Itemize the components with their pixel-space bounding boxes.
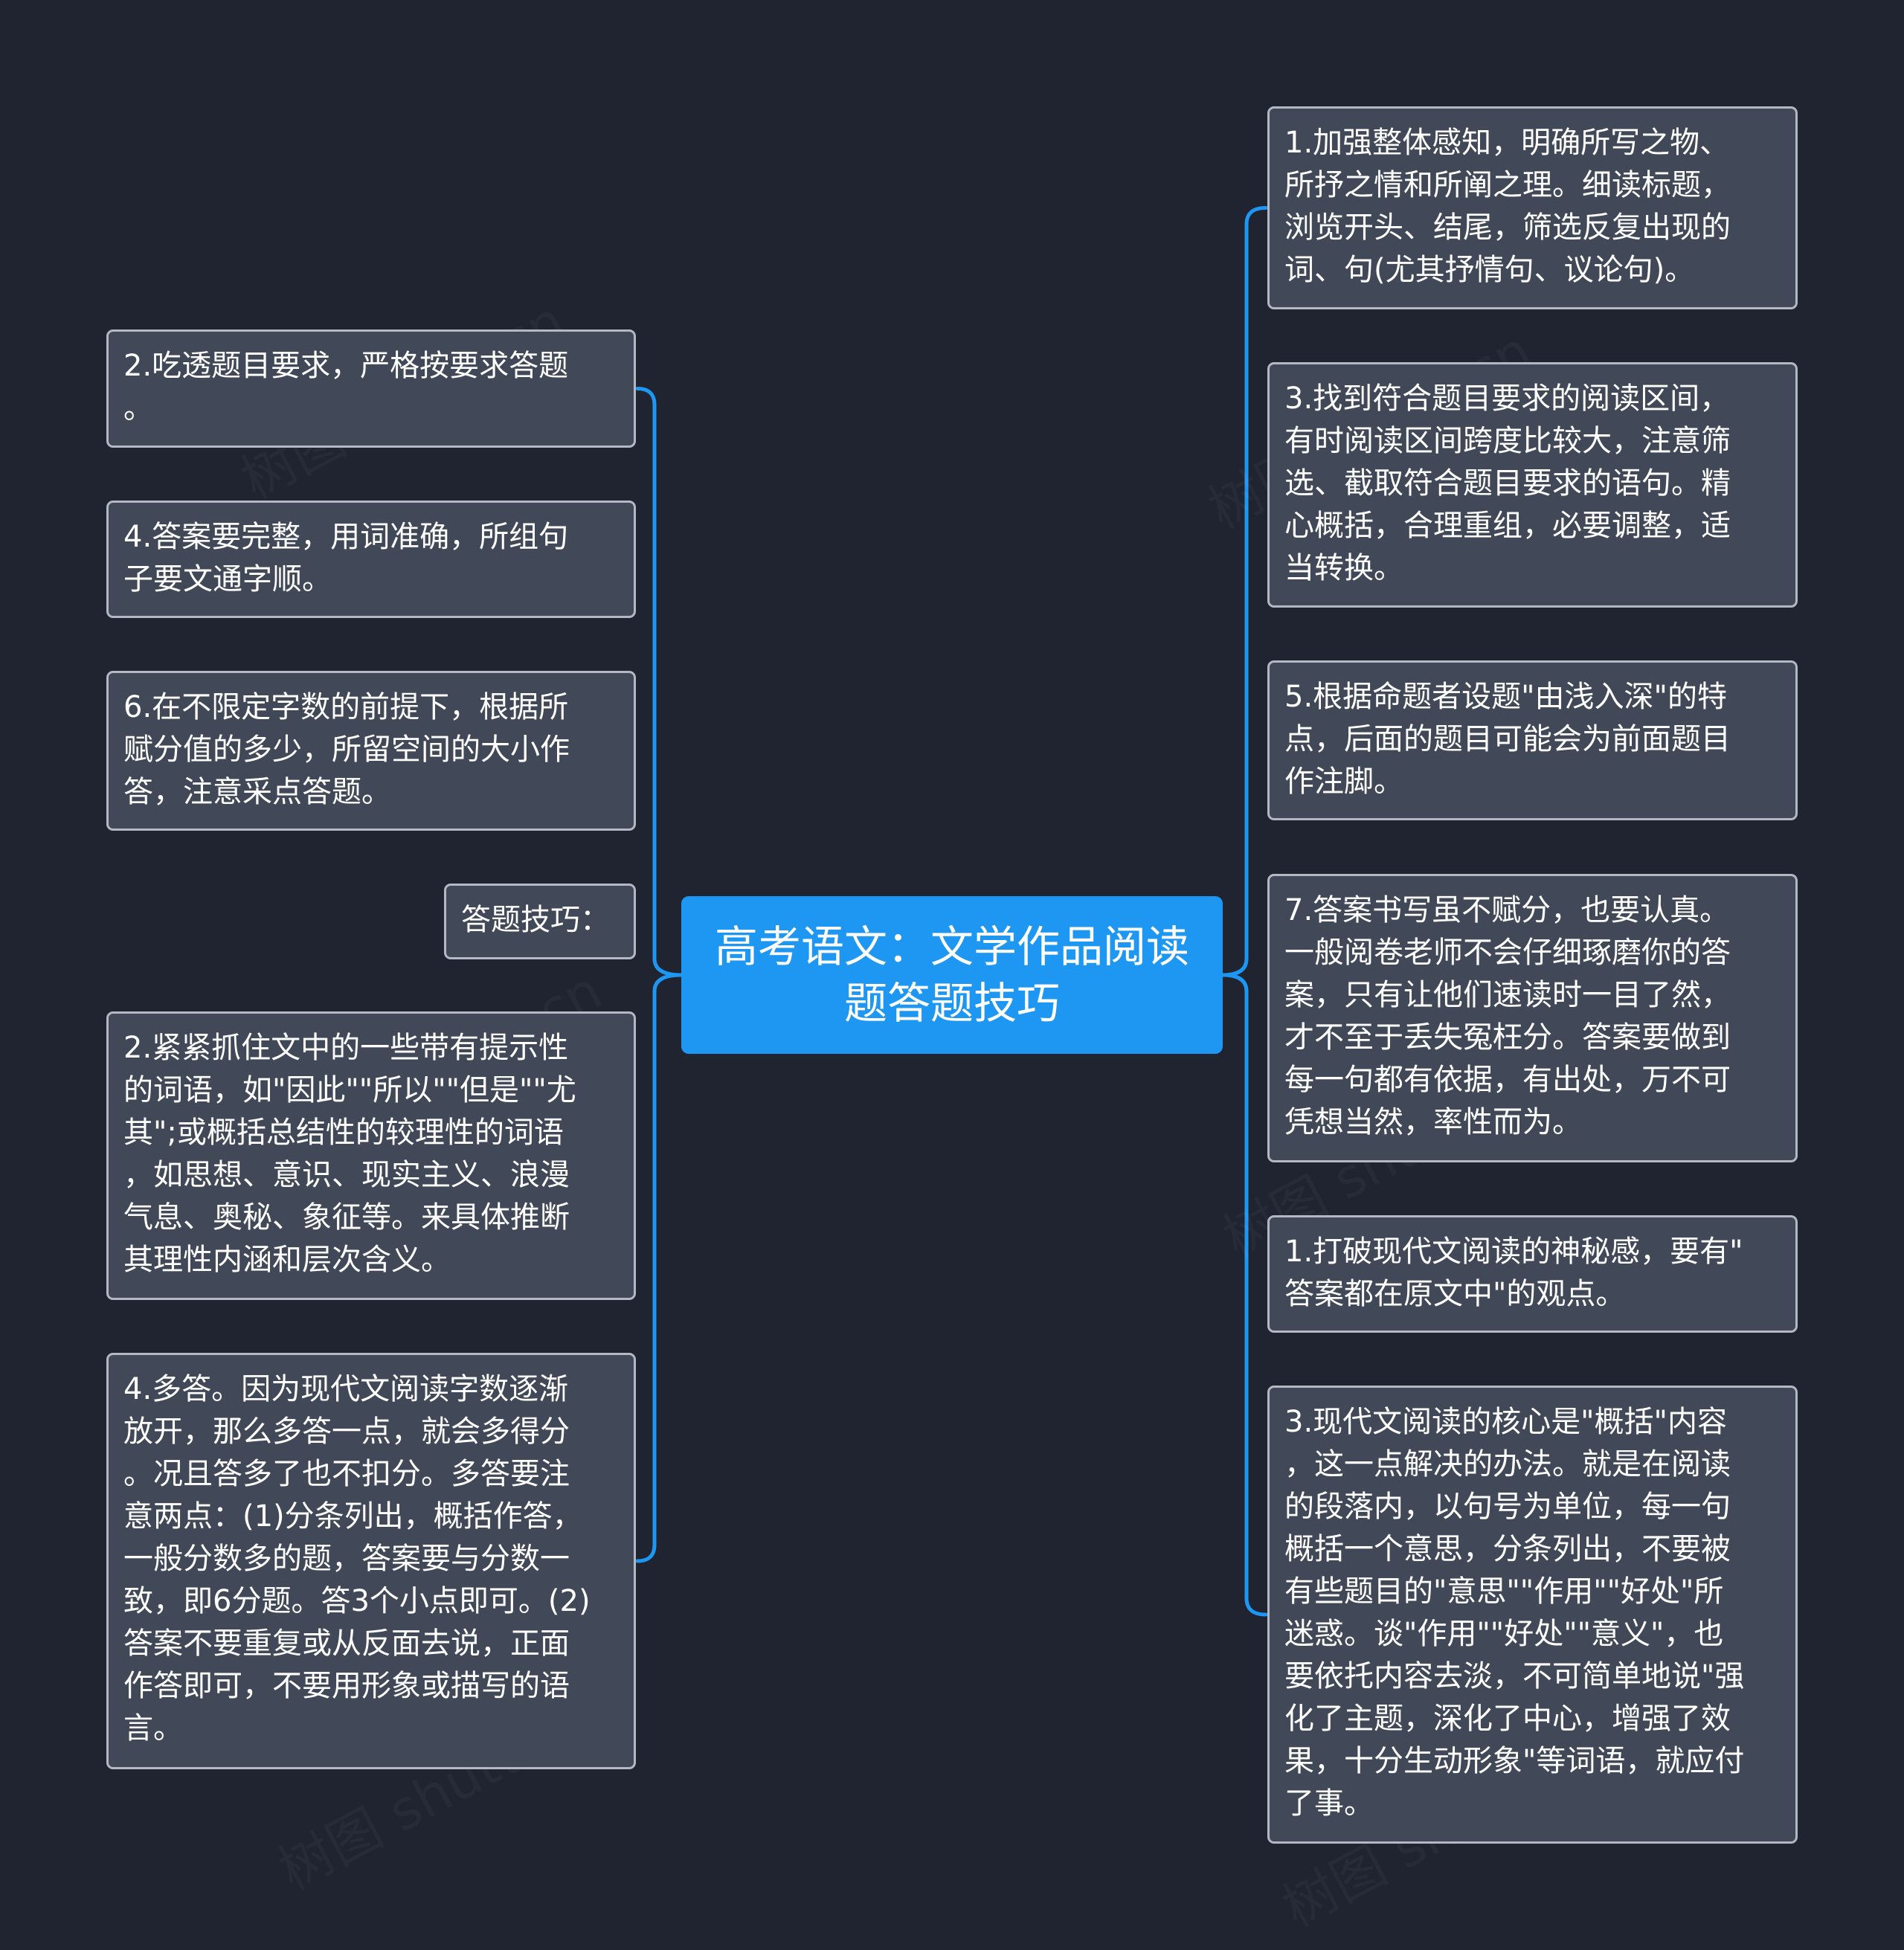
right-node-1[interactable]: 1.加强整体感知，明确所写之物、 所抒之情和所阐之理。细读标题， 浏览开头、结尾… — [1267, 106, 1798, 309]
right-connector-upper — [1220, 206, 1268, 977]
right-node-3[interactable]: 5.根据命题者设题"由浅入深"的特 点，后面的题目可能会为前面题目 作注脚。 — [1267, 660, 1798, 820]
right-node-6[interactable]: 3.现代文阅读的核心是"概括"内容 ，这一点解决的办法。就是在阅读 的段落内，以… — [1267, 1386, 1798, 1844]
left-node-1[interactable]: 2.吃透题目要求，严格按要求答题 。 — [106, 329, 636, 448]
left-connector-lower — [635, 973, 684, 1563]
left-node-6[interactable]: 4.多答。因为现代文阅读字数逐渐 放开，那么多答一点，就会多得分 。况且答多了也… — [106, 1353, 636, 1769]
right-node-5[interactable]: 1.打破现代文阅读的神秘感，要有" 答案都在原文中"的观点。 — [1267, 1215, 1798, 1333]
left-node-3[interactable]: 6.在不限定字数的前提下，根据所 赋分值的多少，所留空间的大小作 答，注意采点答… — [106, 671, 636, 831]
left-node-4[interactable]: 答题技巧： — [444, 884, 636, 959]
right-node-4[interactable]: 7.答案书写虽不赋分，也要认真。 一般阅卷老师不会仔细琢磨你的答 案，只有让他们… — [1267, 874, 1798, 1162]
left-connector-upper — [635, 387, 684, 977]
left-node-2[interactable]: 4.答案要完整，用词准确，所组句 子要文通字顺。 — [106, 501, 636, 618]
root-topic[interactable]: 高考语文：文学作品阅读 题答题技巧 — [681, 896, 1223, 1054]
right-node-2[interactable]: 3.找到符合题目要求的阅读区间， 有时阅读区间跨度比较大，注意筛 选、截取符合题… — [1267, 362, 1798, 608]
left-node-5[interactable]: 2.紧紧抓住文中的一些带有提示性 的词语，如"因此""所以""但是""尤 其";… — [106, 1011, 636, 1300]
right-connector-lower — [1220, 973, 1268, 1617]
